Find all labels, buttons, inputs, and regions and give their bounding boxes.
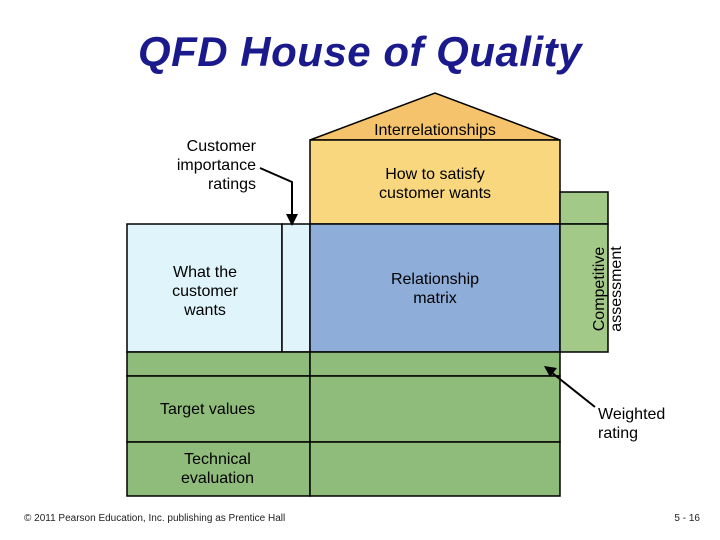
- importance-arrow: [259, 167, 293, 218]
- technical-evaluation-row-center: [309, 441, 561, 497]
- target-values-row-center: [309, 375, 561, 443]
- technical-evaluation-row-left: [126, 441, 311, 497]
- bottom-row-1-center: [309, 351, 561, 377]
- competitive-assessment-label: Competitive assessment: [591, 246, 625, 332]
- technical-evaluation-label: Technical evaluation: [181, 451, 254, 487]
- interrelationships-label: Interrelationships: [374, 122, 496, 139]
- competitive-assessment-column: [559, 223, 609, 353]
- how-to-satisfy-section: [309, 139, 561, 225]
- target-values-label: Target values: [160, 401, 256, 418]
- page-title: QFD House of Quality: [137, 28, 583, 75]
- customer-importance-label: Customer importance ratings: [176, 138, 256, 193]
- importance-ratings-column: [281, 223, 311, 353]
- relationship-matrix-section: [309, 223, 561, 353]
- copyright-footer: © 2011 Pearson Education, Inc. publishin…: [24, 513, 286, 524]
- what-customer-wants-label: What the customer wants: [172, 264, 238, 319]
- how-to-satisfy-label: How to satisfy customer wants: [378, 166, 492, 202]
- what-customer-wants-section: [126, 223, 283, 353]
- target-values-row-left: [126, 375, 311, 443]
- competitive-header-block: [559, 191, 609, 225]
- importance-arrow-head: [286, 214, 298, 226]
- weighted-rating-label: Weighted rating: [598, 406, 666, 442]
- page-number: 5 - 16: [674, 513, 700, 524]
- weighted-rating-arrow-head: [544, 366, 557, 377]
- bottom-row-1-left: [126, 351, 311, 377]
- weighted-rating-arrow: [550, 371, 596, 408]
- relationship-matrix-label: Relationship matrix: [390, 271, 480, 307]
